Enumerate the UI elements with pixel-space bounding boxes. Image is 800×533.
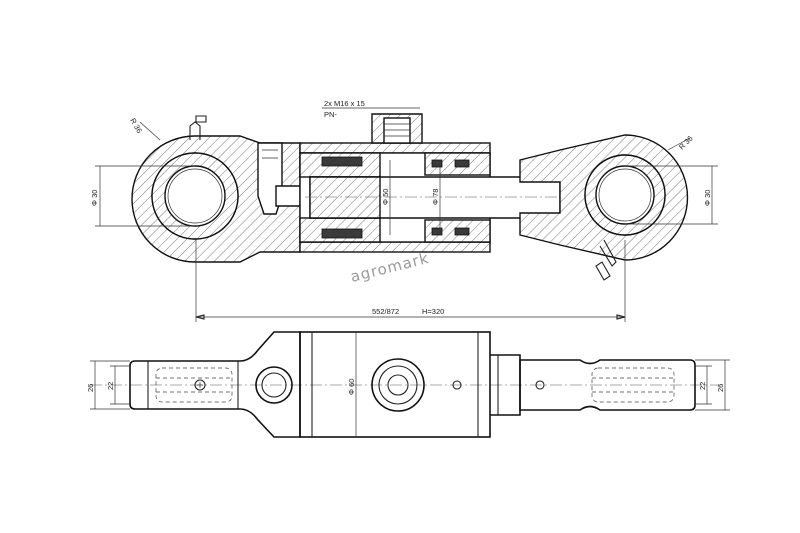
left-eye-section: [131, 115, 301, 263]
width-right-inner-label: 22: [698, 382, 707, 390]
pin-diameter-left-label: Φ 30: [90, 190, 99, 206]
pin-diameter-right-label: Φ 30: [703, 190, 712, 206]
exterior-view: Φ 60 26 22: [86, 331, 730, 438]
piston-rod-section: Φ 50 Φ 78: [305, 160, 580, 235]
radius-left-label: R 36: [128, 117, 144, 135]
radius-right-label: R 36: [677, 134, 695, 152]
length-dimension-label: 552/872: [372, 307, 399, 316]
section-view: Φ 50 Φ 78 2x M16 x 15 PN- R 36 R 36: [90, 99, 718, 322]
right-eye-section: [519, 134, 689, 281]
left-clevis-exterior: [129, 331, 301, 438]
width-left-outer-label: 26: [86, 384, 95, 392]
width-right-outer-label: 26: [716, 384, 725, 392]
rod-diameter-label: Φ 50: [381, 189, 390, 205]
thread-spec-label: 2x M16 x 15: [324, 99, 365, 108]
width-left-inner-label: 22: [106, 382, 115, 390]
stroke-dimension-label: H=320: [422, 307, 444, 316]
exterior-dimensions: 26 22 22 26: [86, 359, 730, 411]
bore-diameter-label: Φ 78: [431, 189, 440, 205]
barrel-exterior: Φ 60: [299, 331, 491, 438]
pn-label: PN-: [324, 110, 337, 119]
right-rod-exterior: [490, 354, 696, 416]
watermark-text: agromark: [349, 249, 431, 286]
body-diameter-label: Φ 60: [347, 379, 356, 395]
